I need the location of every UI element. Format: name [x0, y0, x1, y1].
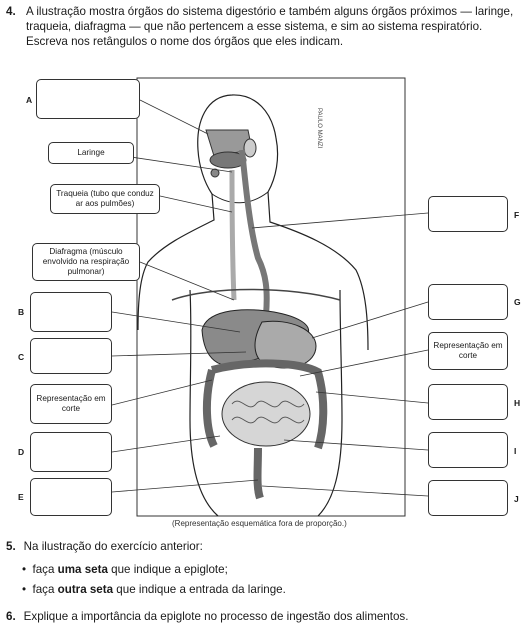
- bullet-icon: •: [22, 583, 33, 596]
- question-6: 6. Explique a importância da epiglote no …: [6, 610, 408, 623]
- letter-e: E: [18, 492, 24, 502]
- answer-box-b[interactable]: [30, 292, 112, 332]
- bullet-text: que indique a entrada da laringe.: [113, 583, 286, 596]
- label-box-laringe: Laringe: [48, 142, 134, 164]
- letter-j: J: [514, 494, 519, 504]
- answer-box-a[interactable]: [36, 79, 140, 119]
- question-text: Explique a importância da epiglote no pr…: [23, 610, 409, 623]
- answer-box-g[interactable]: [428, 284, 508, 320]
- label-box-diafragma: Diafragma (músculo envolvido na respiraç…: [32, 243, 140, 281]
- question-number: 4.: [6, 5, 16, 18]
- bullet-icon: •: [22, 563, 33, 576]
- letter-c: C: [18, 352, 25, 362]
- letter-d: D: [18, 447, 25, 457]
- bullet-item-1: • faça uma seta que indique a epiglote;: [22, 563, 228, 576]
- question-text: A ilustração mostra órgãos do sistema di…: [26, 5, 514, 48]
- answer-box-c[interactable]: [30, 338, 112, 374]
- question-number: 6.: [6, 610, 16, 623]
- question-text: Na ilustração do exercício anterior:: [23, 540, 203, 553]
- answer-box-h[interactable]: [428, 384, 508, 420]
- answer-box-i[interactable]: [428, 432, 508, 468]
- figure-caption: (Representação esquemática fora de propo…: [172, 519, 347, 528]
- letter-h: H: [514, 398, 521, 408]
- illustrator-credit: PAULO MANZI: [316, 108, 322, 149]
- letter-b: B: [18, 307, 25, 317]
- answer-box-j[interactable]: [428, 480, 508, 516]
- bullet-bold: uma seta: [57, 563, 108, 576]
- answer-box-e[interactable]: [30, 478, 112, 516]
- bullet-item-2: • faça outra seta que indique a entrada …: [22, 583, 286, 596]
- letter-f: F: [514, 210, 520, 220]
- letter-i: I: [514, 446, 517, 456]
- bullet-text: que indique a epiglote;: [107, 563, 228, 576]
- letter-a: A: [26, 95, 33, 105]
- label-box-representacao-left: Representação em corte: [30, 384, 112, 424]
- question-number: 5.: [6, 540, 16, 553]
- bullet-text: faça: [32, 563, 58, 576]
- answer-box-f[interactable]: [428, 196, 508, 232]
- bullet-text: faça: [32, 583, 58, 596]
- body-outline: [137, 94, 369, 517]
- label-box-representacao-right: Representação em corte: [428, 332, 508, 370]
- label-box-traqueia: Traqueia (tubo que conduz ar aos pulmões…: [50, 184, 160, 214]
- bullet-bold: outra seta: [57, 583, 114, 596]
- letter-g: G: [514, 297, 521, 307]
- answer-box-d[interactable]: [30, 432, 112, 472]
- question-5: 5. Na ilustração do exercício anterior:: [6, 540, 203, 553]
